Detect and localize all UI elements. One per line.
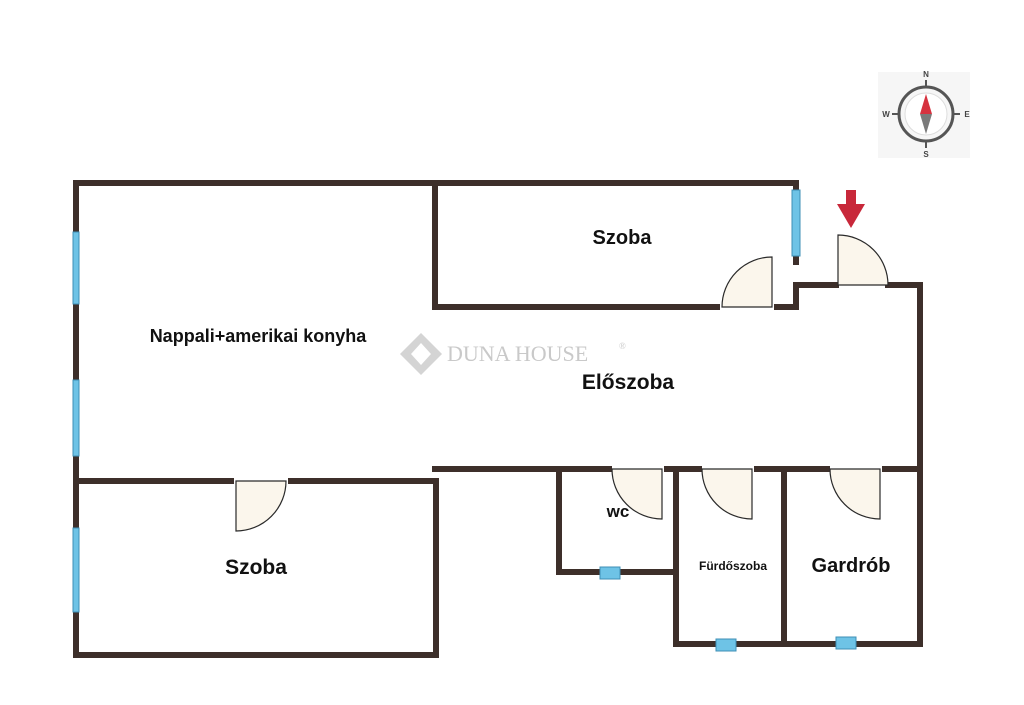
watermark-logo-inner bbox=[411, 343, 431, 365]
compass-s-label: S bbox=[923, 150, 929, 159]
room-label-hall: Előszoba bbox=[582, 371, 675, 394]
door-wc bbox=[611, 468, 663, 520]
window-left-1 bbox=[72, 231, 80, 305]
entrance-arrow-head bbox=[837, 204, 865, 228]
wall-left-exterior bbox=[73, 180, 439, 658]
door-entrance bbox=[837, 234, 889, 286]
room-label-wardrobe: Gardrób bbox=[812, 555, 891, 577]
watermark: DUNA HOUSE ® bbox=[400, 333, 626, 375]
watermark-text: DUNA HOUSE bbox=[447, 341, 588, 366]
window-bathroom bbox=[715, 638, 737, 652]
room-label-living: Nappali+amerikai konyha bbox=[150, 326, 368, 346]
windows bbox=[72, 189, 857, 652]
watermark-registered-mark: ® bbox=[619, 341, 626, 351]
compass: N S W E bbox=[878, 70, 970, 159]
entrance-arrow-icon bbox=[837, 190, 865, 228]
wall-room-top bbox=[432, 180, 839, 310]
wall-wc bbox=[556, 468, 679, 575]
room-label-room-bottom: Szoba bbox=[225, 556, 287, 579]
wall-right-exterior bbox=[673, 282, 923, 647]
window-wardrobe bbox=[835, 636, 857, 650]
room-label-wc: wc bbox=[606, 502, 630, 521]
compass-needle-north bbox=[920, 94, 932, 114]
door-room-bottom bbox=[235, 480, 287, 532]
door-bathroom bbox=[701, 468, 753, 520]
compass-e-label: E bbox=[964, 110, 970, 119]
compass-n-label: N bbox=[923, 70, 929, 79]
window-left-2 bbox=[72, 379, 80, 457]
entrance-arrow-shaft bbox=[846, 190, 856, 206]
doors bbox=[235, 234, 889, 532]
compass-w-label: W bbox=[882, 110, 890, 119]
door-room-top bbox=[721, 256, 773, 308]
window-wc bbox=[599, 566, 621, 580]
room-label-room-top: Szoba bbox=[593, 227, 653, 249]
compass-needle-south bbox=[920, 114, 932, 134]
window-left-3 bbox=[72, 527, 80, 613]
window-room-top bbox=[791, 189, 801, 257]
door-wardrobe bbox=[829, 468, 881, 520]
room-label-bathroom: Fürdőszoba bbox=[699, 559, 767, 573]
